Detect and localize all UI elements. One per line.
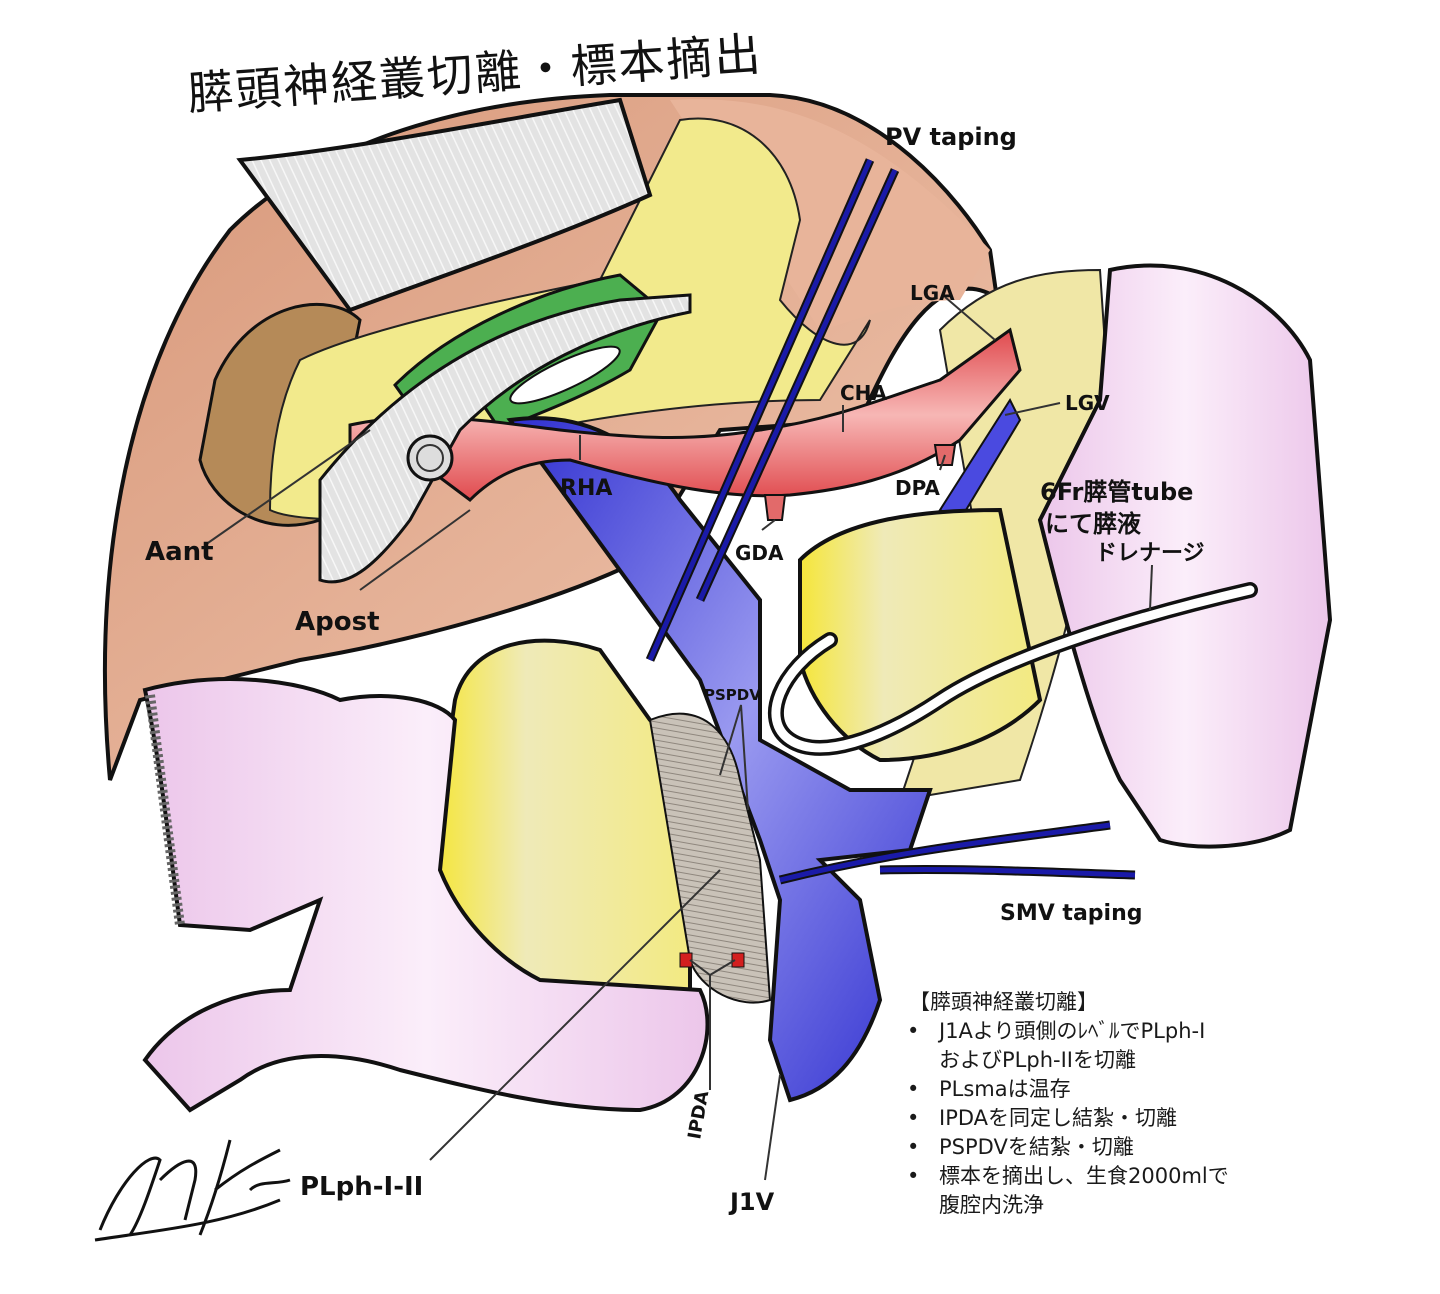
artist-signature <box>94 1139 291 1242</box>
label-ipda: IPDA <box>684 1089 713 1141</box>
notes-item: 標本を摘出し、生食2000mlで 腹腔内洗浄 <box>905 1162 1335 1220</box>
notes-item: PSPDVを結紮・切離 <box>905 1133 1335 1162</box>
leader-j1v <box>764 1074 781 1181</box>
leader-gda <box>761 519 776 531</box>
signature-stroke <box>94 1139 291 1242</box>
leader-dpa <box>939 454 946 471</box>
label-drain-line2: にて膵液 <box>1045 510 1141 538</box>
notes-item-line: PSPDVを結紮・切離 <box>939 1135 1134 1159</box>
smv-tape-1-core <box>779 822 1111 883</box>
label-dpa: DPA <box>895 476 940 500</box>
notes-item: PLsmaは温存 <box>905 1075 1335 1104</box>
clamp-pivot-inner <box>416 444 444 472</box>
label-lgv: LGV <box>1065 391 1110 415</box>
label-cha: CHA <box>840 381 887 405</box>
notes-item: J1Aより頭側のﾚﾍﾞﾙでPLph-I およびPLph-IIを切離 <box>905 1017 1335 1075</box>
leader-lga <box>944 296 996 341</box>
leader-lines <box>204 296 1153 1181</box>
label-apost: Apost <box>295 607 380 637</box>
common-hepatic-artery <box>348 327 1022 502</box>
pancreatic-drain-tube-lumen <box>771 585 1255 753</box>
notes-item-line: 標本を摘出し、生食2000mlで <box>939 1164 1229 1188</box>
notes-list: J1Aより頭側のﾚﾍﾞﾙでPLph-I およびPLph-IIを切離 PLsmaは… <box>905 1017 1335 1220</box>
label-pv-taping: PV taping <box>885 123 1017 151</box>
leader-plph <box>429 869 721 1161</box>
notes-item: IPDAを同定し結紮・切離 <box>905 1104 1335 1133</box>
leader-pspdv <box>719 704 749 811</box>
leader-lgv <box>1004 402 1061 416</box>
duodenum-specimen <box>142 677 710 1113</box>
notes-heading: 【膵頭神経叢切離】 <box>909 990 1098 1014</box>
label-aant: Aant <box>145 537 214 567</box>
staple-line <box>145 694 185 926</box>
gda-stump <box>763 494 787 521</box>
pv-tape-2-core <box>697 168 898 602</box>
pv-tape-1-core <box>647 158 873 662</box>
pancreas-remnant <box>798 507 1043 763</box>
leader-apost <box>359 509 471 591</box>
notes-item-line: PLsmaは温存 <box>939 1077 1071 1101</box>
notes-item-line: 腹腔内洗浄 <box>939 1193 1044 1217</box>
label-rha: RHA <box>560 476 612 501</box>
label-plph: PLph-I-II <box>300 1172 423 1202</box>
label-drain-line1: 6Fr膵管tube <box>1040 478 1193 506</box>
label-gda: GDA <box>735 541 784 565</box>
notes-item-line: IPDAを同定し結紮・切離 <box>939 1106 1178 1130</box>
procedure-notes: 【膵頭神経叢切離】 J1Aより頭側のﾚﾍﾞﾙでPLph-I およびPLph-II… <box>905 988 1335 1220</box>
leader-drain <box>1149 564 1153 611</box>
label-smv-taping: SMV taping <box>1000 901 1142 926</box>
ipda-ligature-1 <box>679 952 693 968</box>
notes-item-line: J1Aより頭側のﾚﾍﾞﾙでPLph-I <box>939 1019 1206 1043</box>
clamp <box>318 293 692 584</box>
jejunum-right <box>1037 263 1333 849</box>
nerve-plexus-tissue <box>648 712 772 1004</box>
portal-vein <box>506 416 933 1103</box>
clamp-pivot <box>406 434 454 482</box>
label-j1v: J1V <box>728 1188 775 1216</box>
label-lga: LGA <box>910 281 955 305</box>
ipda-ligature-2 <box>731 952 745 968</box>
label-pspdv: PSPDV <box>704 686 761 704</box>
label-drain-line3: ドレナージ <box>1095 541 1205 566</box>
retractor <box>236 97 653 313</box>
duct-lumen <box>509 345 621 405</box>
notes-item-line: およびPLph-IIを切離 <box>939 1048 1136 1072</box>
smv-tape-2-core <box>879 866 1136 878</box>
leader-aant <box>204 429 371 546</box>
